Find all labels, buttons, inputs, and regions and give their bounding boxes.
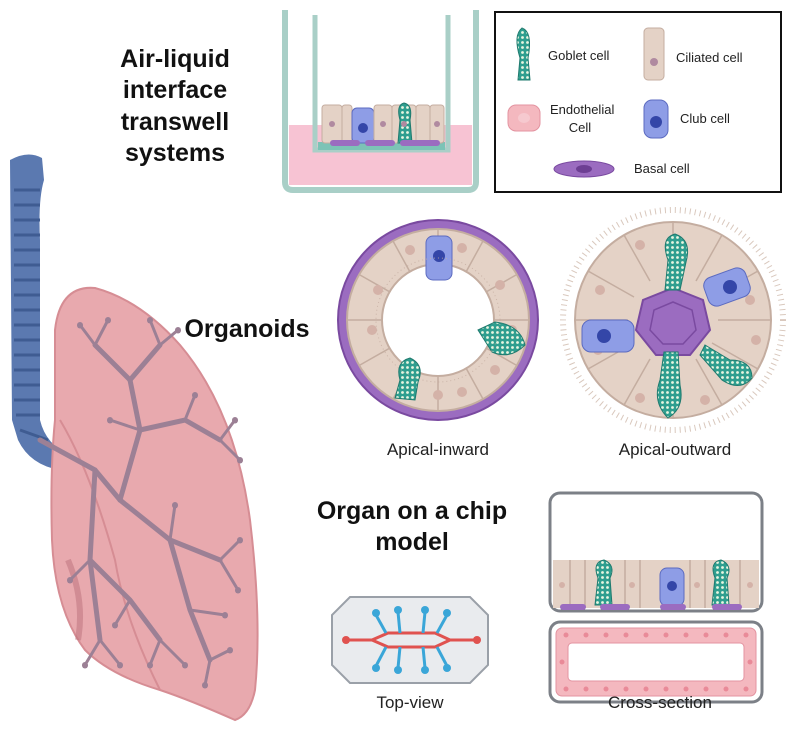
bronchial-tree <box>37 317 243 689</box>
cross-section-caption: Cross-section <box>608 693 712 712</box>
legend-basal-label: Basal cell <box>634 161 690 176</box>
apical-outward-caption: Apical-outward <box>618 440 732 459</box>
organoids-section-title: Organoids <box>184 315 310 343</box>
legend-club-icon <box>643 99 669 139</box>
legend-endothelial-icon <box>507 104 541 132</box>
apical-inward-caption: Apical-inward <box>386 440 490 459</box>
chip-top-view <box>331 596 489 684</box>
legend-box <box>494 11 782 193</box>
lung-illustration <box>10 154 259 722</box>
chip-section-title: Organ on a chip model <box>316 497 508 557</box>
organoid-apical-outward <box>560 207 786 433</box>
transwell-illustration <box>282 10 479 193</box>
legend-endothelial-label: Endothelial Cell <box>550 102 615 135</box>
chip-cross-section <box>548 491 764 704</box>
trachea <box>10 154 70 470</box>
legend-basal-icon <box>553 160 615 178</box>
ali-section-title: Air-liquid interface transwell systems <box>120 45 230 167</box>
legend-ciliated-label: Ciliated cell <box>676 50 743 65</box>
legend-club-label: Club cell <box>680 111 730 126</box>
legend-ciliated-icon <box>643 27 665 81</box>
legend-goblet-icon <box>516 27 531 81</box>
legend-goblet-label: Goblet cell <box>548 48 610 63</box>
organoid-apical-inward <box>337 219 539 421</box>
top-view-caption: Top-view <box>376 693 444 712</box>
